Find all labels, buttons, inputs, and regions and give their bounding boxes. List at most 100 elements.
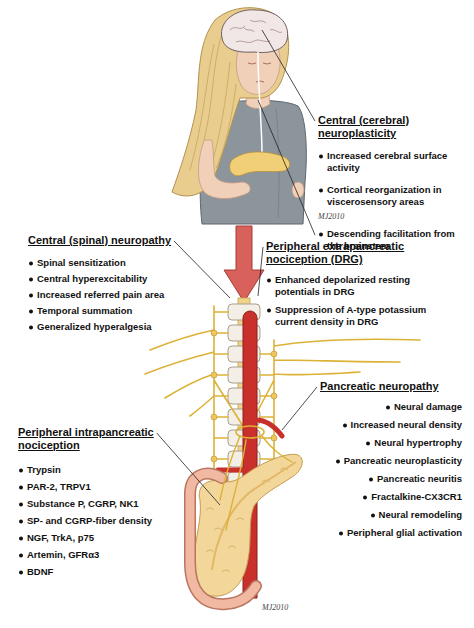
bullet-label: Increased referred pain area: [37, 289, 164, 300]
bullet-label: Temporal summation: [37, 305, 132, 316]
bullet-row: Temporal summation: [28, 305, 223, 317]
bullet-text-box: Enhanced depolarized resting potentials …: [275, 274, 455, 298]
bullet-text-box: Spinal sensitization: [37, 257, 126, 269]
bullet-row: Substance P, CGRP, NK1: [18, 498, 202, 510]
label-group: Central (spinal) neuropathySpinal sensit…: [28, 234, 223, 333]
bullet-label: SP- and CGRP-fiber density: [27, 515, 152, 526]
bullet-text-box: NGF, TrkA, p75: [27, 532, 94, 544]
bullet-text-box: Suppression of A-type potassium current …: [275, 304, 455, 328]
bullet-text-box: Artemin, GFRα3: [27, 549, 99, 561]
label-group: Central (cerebral) neuroplasticityIncrea…: [318, 114, 466, 252]
bullet-dot: [366, 442, 370, 446]
bullet-label: PAR-2, TRPV1: [27, 481, 91, 492]
bullet-dot: [339, 532, 343, 536]
bullet-dot: [369, 478, 373, 482]
label-group: Pancreatic neuropathyNeural damageIncrea…: [306, 380, 462, 539]
heading-label: Central (cerebral) neuroplasticity: [318, 114, 409, 139]
bullet-row: Neural remodeling: [306, 509, 462, 521]
bullet-text-box: Central hyperexcitability: [37, 273, 147, 285]
bullet-text-box: Increased cerebral surface activity: [327, 150, 455, 174]
bullet-row: Generalized hyperalgesia: [28, 321, 223, 333]
bullet-text-box: Substance P, CGRP, NK1: [27, 498, 139, 510]
label-group: Peripheral extrapancreatic nociception (…: [266, 240, 464, 328]
bullet-label: Artemin, GFRα3: [27, 549, 99, 560]
bullet-row: Trypsin: [18, 464, 202, 476]
bullet-dot: [19, 571, 23, 575]
bullet-dot: [19, 486, 23, 490]
bullet-dot: [18, 498, 27, 510]
bullet-dot: [319, 155, 323, 159]
bullet-text-box: Cortical reorganization in viscerosensor…: [327, 184, 455, 208]
bullet-label: Substance P, CGRP, NK1: [27, 498, 139, 509]
bullet-text-box: PAR-2, TRPV1: [27, 481, 91, 493]
bullet-dot: [319, 233, 323, 237]
heading-row: Central (cerebral) neuroplasticity: [318, 114, 466, 140]
bullet-dot: [29, 310, 33, 314]
bullet-dot: [18, 464, 27, 476]
bullet-text-box: Neural remodeling: [379, 509, 462, 521]
bullet-label: Neural remodeling: [379, 509, 462, 520]
bullet-row: Pancreatic neuritis: [306, 473, 462, 485]
bullet-dot: [343, 424, 347, 428]
bullet-text-box: Neural hypertrophy: [374, 437, 462, 449]
bullet-label: BDNF: [27, 566, 53, 577]
bullet-label: Spinal sensitization: [37, 257, 126, 268]
bullet-label: Generalized hyperalgesia: [37, 321, 152, 332]
bullet-dot: [342, 419, 351, 431]
bullet-dot: [28, 305, 37, 317]
bullet-row: SP- and CGRP-fiber density: [18, 515, 202, 527]
bullet-label: Pancreatic neuritis: [377, 473, 462, 484]
bullet-dot: [18, 549, 27, 561]
bullet-text-box: Increased referred pain area: [37, 289, 164, 301]
bullet-dot: [28, 321, 37, 333]
heading-label: Pancreatic neuropathy: [320, 380, 439, 392]
bullet-row: Fractalkine-CX3CR1: [306, 491, 462, 503]
duodenum-outline: [190, 474, 256, 605]
bullet-dot: [29, 262, 33, 266]
face-features: [248, 63, 271, 82]
bullet-dot: [266, 304, 275, 316]
small-pancreas: [230, 152, 290, 176]
bullet-row: Central hyperexcitability: [28, 273, 223, 285]
bullet-label: Central hyperexcitability: [37, 273, 147, 284]
bullet-label: Trypsin: [27, 464, 61, 475]
bullet-dot: [368, 473, 377, 485]
bullet-dot: [28, 257, 37, 269]
bullet-row: BDNF: [18, 566, 202, 578]
bullet-text-box: Temporal summation: [37, 305, 132, 317]
bullet-label: Neural damage: [394, 401, 462, 412]
bullet-label: Fractalkine-CX3CR1: [371, 491, 462, 502]
bullet-label: Pancreatic neuroplasticity: [344, 455, 462, 466]
bullet-dot: [19, 503, 23, 507]
bullet-dot: [19, 537, 23, 541]
bullet-dot: [18, 532, 27, 544]
bullet-dot: [338, 527, 347, 539]
leader-line: [282, 387, 317, 430]
bullet-row: Artemin, GFRα3: [18, 549, 202, 561]
bullet-dot: [18, 481, 27, 493]
bullet-dot: [29, 278, 33, 282]
leader-line: [174, 241, 230, 298]
bullet-row: Peripheral glial activation: [306, 527, 462, 539]
bullet-text-box: Pancreatic neuroplasticity: [344, 455, 462, 467]
bullet-label: Peripheral glial activation: [347, 527, 462, 538]
pancreatic-nerves: [220, 436, 292, 530]
bullet-dot: [370, 509, 379, 521]
bullet-text-box: SP- and CGRP-fiber density: [27, 515, 152, 527]
bullet-dot: [29, 294, 33, 298]
leader-line: [157, 433, 220, 505]
heading-label: Peripheral intrapancreatic nociception: [18, 426, 154, 451]
bullet-row: Increased neural density: [306, 419, 462, 431]
bullet-row: NGF, TrkA, p75: [18, 532, 202, 544]
bullet-dot: [266, 274, 275, 286]
bullet-dot: [386, 406, 390, 410]
big-arrow: [224, 226, 264, 302]
bullet-dot: [18, 515, 27, 527]
bullet-text-box: Neural damage: [394, 401, 462, 413]
bullet-row: Enhanced depolarized resting potentials …: [266, 274, 464, 298]
arm: [198, 140, 250, 199]
heading-row: Pancreatic neuropathy: [320, 380, 462, 393]
bullet-text-box: Trypsin: [27, 464, 61, 476]
bullet-dot: [336, 460, 340, 464]
